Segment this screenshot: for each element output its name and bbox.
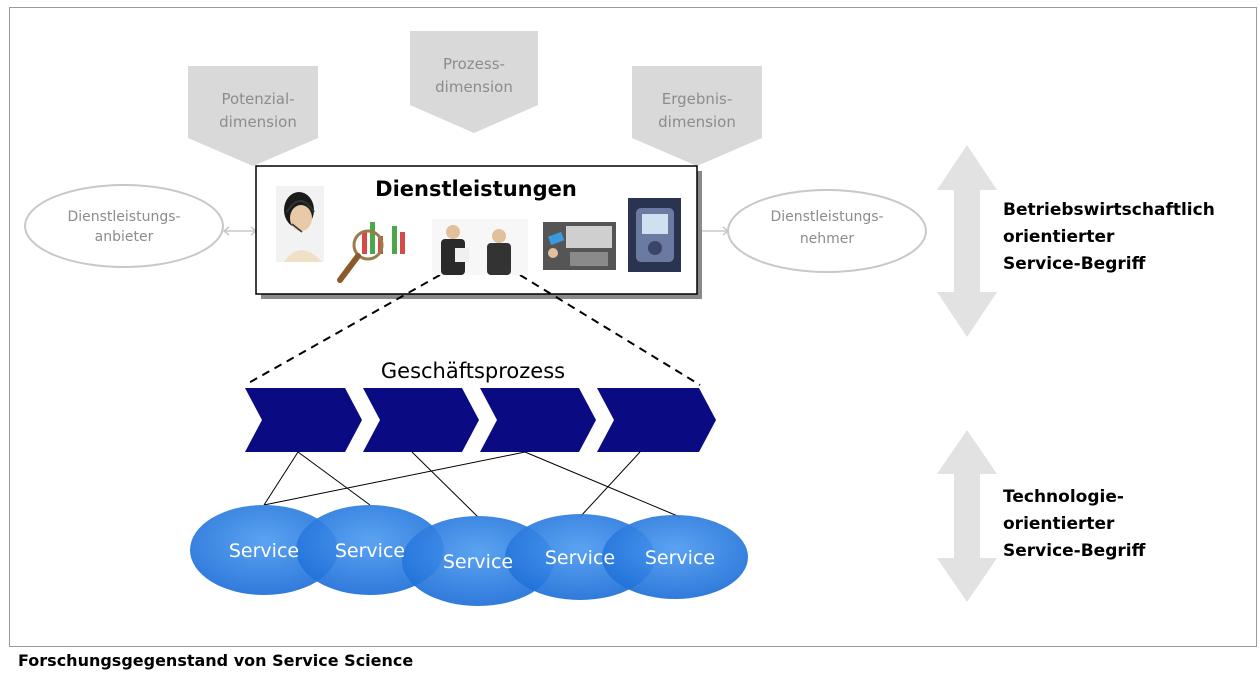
service-1 [190,505,338,595]
caption: Forschungsgegenstand von Service Science [18,651,414,670]
services-box-title: Dienstleistungen [375,177,577,201]
consumer-line2: nehmer [800,231,855,247]
business-meeting-photo [432,219,528,275]
process-service-lines [263,451,681,518]
service-2-label: Service [335,540,405,562]
mobile-device-photo [628,198,681,272]
dimension-prozess-line2: dimension [435,78,513,96]
process-step-2 [363,388,479,452]
service-1-label: Service [229,540,299,562]
dimension-ergebnis-line1: Ergebnis- [662,90,733,108]
service-4-label: Service [545,547,615,569]
provider-ellipse: Dienstleistungs- anbieter [24,184,224,268]
dimension-ergebnis: Ergebnis- dimension [632,66,762,166]
headset-agent-photo [276,186,324,262]
provider-line2: anbieter [95,229,154,245]
dashed-connectors [244,274,701,386]
process-step-4 [597,388,716,452]
dimension-potenzial-line1: Potenzial- [221,90,294,108]
technology-double-arrow [937,430,997,602]
provider-double-arrow [222,226,258,236]
dimension-potenzial: Potenzial- dimension [188,66,318,166]
dimension-prozess-line1: Prozess- [443,55,505,73]
business-double-arrow [937,145,997,337]
service-5 [602,515,748,599]
service-3-label: Service [443,551,513,573]
dimension-ergebnis-line2: dimension [658,113,736,131]
business-service-label: Betriebswirtschaftlich orientierter Serv… [1003,200,1215,274]
service-5-label: Service [645,547,715,569]
consumer-ellipse: Dienstleistungs- nehmer [727,189,927,273]
consumer-line1: Dienstleistungs- [770,209,883,225]
magnifier-chart-icon [337,222,405,283]
dimension-potenzial-line2: dimension [219,113,297,131]
process-chevrons [245,388,716,452]
process-title: Geschäftsprozess [381,359,565,383]
technology-service-label: Technologie- orientierter Service-Begrif… [1003,487,1146,561]
process-step-1 [245,388,362,452]
card-terminal-photo [543,222,616,270]
dimension-prozess: Prozess- dimension [410,31,538,133]
provider-line1: Dienstleistungs- [67,209,180,225]
process-step-3 [480,388,596,452]
